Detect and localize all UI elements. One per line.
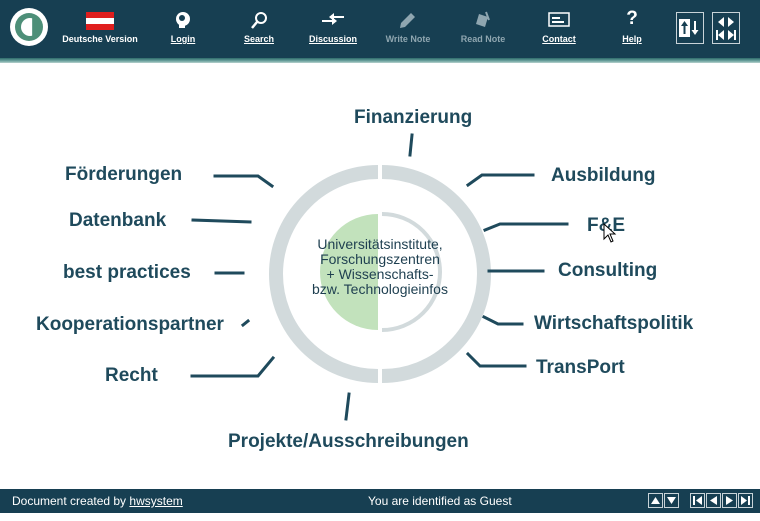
read-note-icon: [476, 11, 490, 27]
status-bar: Document created by hwsystem You are ide…: [0, 489, 760, 513]
scroll-buttons: [648, 493, 680, 509]
previous-page-icon: [710, 496, 717, 505]
first-page-icon: [693, 496, 702, 505]
top-toolbar: Deutsche Version Login Search Discussion…: [0, 0, 760, 58]
outer-ring-right: [381, 165, 491, 383]
connector-recht: [190, 355, 276, 378]
connector-datenbank: [191, 218, 252, 224]
first-page-button[interactable]: [690, 493, 705, 508]
outer-ring-left: [269, 165, 379, 383]
mouse-cursor-icon: [603, 223, 617, 243]
connector-projekte: [344, 392, 351, 421]
center-line-3: + Wissenschafts-: [326, 266, 434, 282]
discussion-icon: [322, 13, 344, 25]
page-nav-arrows-icon: [716, 17, 736, 40]
write-note-label: Write Note: [385, 34, 431, 44]
previous-page-button[interactable]: [706, 493, 721, 508]
connector-wirtschaftspolitik: [481, 314, 524, 326]
read-note-button: Read Note: [455, 8, 511, 46]
help-button[interactable]: ? Help: [610, 8, 654, 46]
toolbar-divider: [0, 58, 760, 63]
topic-transport[interactable]: TransPort: [536, 357, 625, 378]
connector-lines: [190, 133, 569, 421]
inner-ring-right: [381, 212, 442, 332]
connector-finanzierung: [408, 133, 414, 157]
triangle-up-icon: [651, 497, 660, 504]
write-note-icon: [400, 13, 415, 28]
language-switch-label: Deutsche Version: [62, 34, 138, 44]
contact-label: Contact: [542, 34, 576, 44]
created-by-prefix: Document created by: [12, 494, 127, 508]
write-note-button: Write Note: [380, 8, 436, 46]
identity-status: You are identified as Guest: [368, 494, 512, 508]
scroll-up-button[interactable]: [648, 493, 663, 508]
page-navigation-button[interactable]: [712, 12, 740, 44]
topic-finanzierung[interactable]: Finanzierung: [354, 107, 473, 128]
contact-button[interactable]: Contact: [534, 8, 584, 46]
connector-foerderungen: [213, 174, 275, 189]
login-button[interactable]: Login: [160, 8, 206, 46]
created-by: Document created by hwsystem: [12, 494, 183, 508]
topic-ausbildung[interactable]: Ausbildung: [551, 165, 656, 186]
inner-green-segment: [320, 214, 378, 330]
search-label: Search: [243, 34, 275, 44]
search-icon: [251, 12, 267, 29]
search-button[interactable]: Search: [236, 8, 282, 46]
up-down-arrows-icon: [679, 19, 699, 37]
next-page-icon: [726, 496, 733, 505]
austria-flag-icon: [86, 12, 114, 30]
center-line-4: bzw. Technologieinfos: [312, 281, 448, 297]
last-page-button[interactable]: [738, 493, 753, 508]
topic-datenbank[interactable]: Datenbank: [69, 210, 167, 231]
connector-ausbildung: [465, 173, 535, 188]
scroll-down-button[interactable]: [664, 493, 679, 508]
help-label: Help: [622, 34, 642, 44]
triangle-down-icon: [667, 497, 676, 504]
topic-foerderungen[interactable]: Förderungen: [65, 164, 183, 185]
topic-projekte-ausschreibungen[interactable]: Projekte/Ausschreibungen: [228, 431, 469, 452]
topic-recht[interactable]: Recht: [105, 365, 158, 386]
login-icon: [176, 12, 190, 28]
topic-wirtschaftspolitik[interactable]: Wirtschaftspolitik: [534, 313, 694, 334]
help-icon: ?: [626, 8, 638, 29]
language-switch[interactable]: Deutsche Version: [52, 8, 148, 46]
topic-map: Universitätsinstitute, Forschungszentren…: [0, 63, 760, 483]
center-line-1: Universitätsinstitute,: [317, 236, 443, 252]
center-label: Universitätsinstitute, Forschungszentren…: [275, 237, 485, 297]
topic-consulting[interactable]: Consulting: [558, 260, 658, 281]
discussion-label: Discussion: [308, 34, 357, 44]
up-down-toggle-button[interactable]: [676, 12, 704, 44]
center-line-2: Forschungszentren: [320, 251, 440, 267]
hwsystem-link[interactable]: hwsystem: [129, 494, 183, 508]
last-page-icon: [741, 496, 750, 505]
connector-transport: [465, 351, 527, 368]
topic-best-practices[interactable]: best practices: [63, 262, 191, 283]
logo[interactable]: [10, 8, 48, 46]
topic-diagram-graphic: [190, 133, 569, 421]
page-buttons: [690, 493, 754, 509]
discussion-button[interactable]: Discussion: [304, 8, 362, 46]
connector-kooperationspartner: [240, 318, 251, 328]
contact-icon: [548, 12, 570, 27]
next-page-button[interactable]: [722, 493, 737, 508]
read-note-label: Read Note: [460, 34, 506, 44]
topic-kooperationspartner[interactable]: Kooperationspartner: [36, 314, 224, 335]
connector-fe: [483, 222, 569, 232]
login-label: Login: [170, 34, 196, 44]
